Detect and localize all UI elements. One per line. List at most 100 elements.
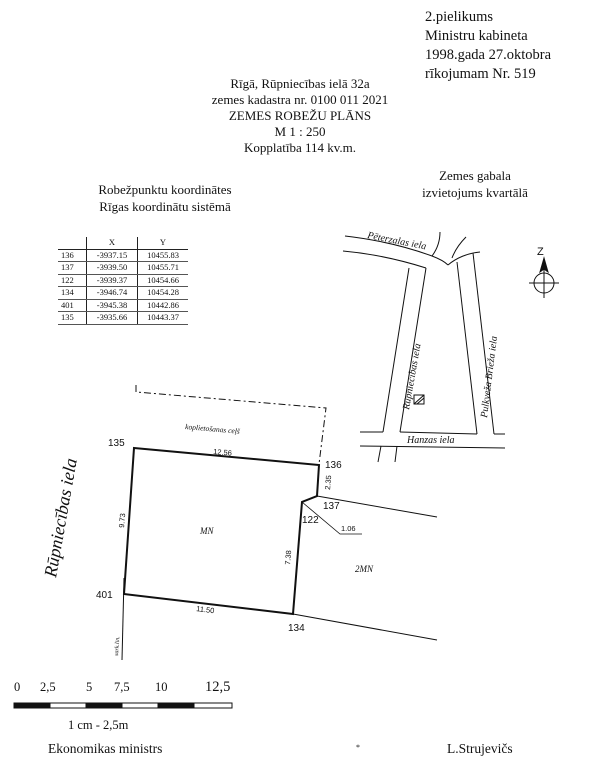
- coordinates-table-header: X Y: [58, 237, 188, 250]
- signatory-name: L.Strujevičs: [447, 741, 513, 756]
- scale-bar-ticks: 0 2,5 5 7,5 10 12,5: [14, 679, 230, 695]
- coordinates-table: X Y 136 -3937.15 10455.83 137 -3939.50 1…: [58, 237, 188, 325]
- north-label: Z: [537, 246, 544, 258]
- red-line-label: sark.lin.: [114, 636, 121, 656]
- location-title-line-1: Zemes gabala: [439, 168, 511, 183]
- coord-x: -3937.15: [86, 249, 138, 262]
- table-row: 401 -3945.38 10442.86: [58, 299, 188, 312]
- shared-path-label: koplietošanas ceļš: [185, 422, 242, 437]
- length-top: 12.56: [213, 447, 232, 458]
- scale-tick-12-5: 12,5: [205, 679, 230, 695]
- point-135: 135: [108, 438, 125, 449]
- red-line: [121, 577, 125, 661]
- coordinates-title-line-1: Robežpunktu koordinātes: [98, 182, 232, 197]
- parcel-label-mn: MN: [199, 526, 214, 536]
- street-peterzalas-top: [344, 235, 449, 266]
- street-peterzalas-bottom: [342, 250, 427, 269]
- street-branch-mid: [451, 236, 467, 259]
- column-header-point: [58, 237, 87, 250]
- coord-y: 10455.83: [137, 249, 188, 262]
- table-row: 134 -3946.74 10454.28: [58, 286, 188, 300]
- annex-line-3: 1998.gada 27.oktobra: [425, 47, 552, 63]
- scale-tick-2-5: 2,5: [40, 680, 56, 694]
- plan-header: Rīgā, Rūpniecības ielā 32a zemes kadastr…: [150, 76, 450, 156]
- coordinates-title-line-2: Rīgas koordinātu sistēmā: [99, 199, 231, 214]
- adjoining-line-lower: [292, 613, 438, 641]
- street-branch-left: [431, 231, 441, 257]
- coord-y: 10454.28: [137, 286, 188, 300]
- annex-line-4: rīkojumam Nr. 519: [425, 66, 536, 82]
- length-labels: 12.56 2.35 1.06 7.38 11.50 9.73: [117, 447, 356, 615]
- coord-x: -3939.50: [86, 261, 138, 275]
- table-row: 136 -3937.15 10455.83: [58, 249, 188, 262]
- scale-bar: [13, 702, 233, 709]
- cadastre-number: zemes kadastra nr. 0100 011 2021: [211, 92, 389, 107]
- shared-path-outline: [135, 385, 327, 465]
- length-bottom: 11.50: [196, 604, 215, 615]
- scale-tick-7-5: 7,5: [114, 680, 130, 694]
- parcel-label-2mn: 2MN: [355, 564, 374, 574]
- leader-line: [301, 501, 362, 535]
- length-inner: 7.38: [283, 550, 293, 565]
- total-area: Kopplatība 114 kv.m.: [243, 140, 357, 155]
- street-lower-right: [394, 445, 398, 463]
- label-pulkveza: Pulkveža Brieža iela: [479, 335, 500, 419]
- point-id: 122: [58, 274, 87, 287]
- point-137: 137: [323, 501, 340, 512]
- coord-y: 10443.37: [137, 311, 188, 325]
- street-hanzas-top-b: [399, 431, 478, 435]
- point-401: 401: [96, 590, 113, 601]
- location-map: [342, 231, 506, 463]
- table-row: 137 -3939.50 10455.71: [58, 261, 188, 275]
- boundary-point-labels: 135 136 137 122 134 401: [96, 438, 342, 634]
- length-right: 2.35: [323, 475, 333, 490]
- scale-caption: 1 cm - 2,5m: [68, 718, 129, 732]
- north-arrow-icon: [529, 256, 559, 298]
- street-hanzas-bottom: [359, 445, 506, 449]
- scale-tick-0: 0: [14, 680, 20, 694]
- point-id: 136: [58, 249, 87, 262]
- column-header-x: X: [86, 237, 138, 250]
- location-title: Zemes gabala izvietojums kvartālā: [380, 167, 570, 201]
- street-lower-left: [377, 445, 382, 463]
- coord-y: 10455.71: [137, 261, 188, 275]
- plan-street-label: Rūpniecības iela: [40, 457, 81, 580]
- point-id: 134: [58, 286, 87, 300]
- length-left: 9.73: [117, 513, 127, 528]
- point-134: 134: [288, 623, 305, 634]
- street-pulkveza-right: [472, 252, 495, 435]
- street-branch-right: [447, 251, 481, 266]
- footer-mark: *: [356, 743, 360, 752]
- street-pulkveza-left: [456, 261, 478, 435]
- table-row: 122 -3939.37 10454.66: [58, 274, 188, 287]
- coord-y: 10454.66: [137, 274, 188, 287]
- adjoining-line-upper: [316, 495, 438, 518]
- point-id: 137: [58, 261, 87, 275]
- plan-scale: M 1 : 250: [274, 124, 326, 139]
- parcel-boundary: [122, 446, 321, 616]
- length-short: 1.06: [341, 524, 356, 533]
- point-136: 136: [325, 460, 342, 471]
- annex-line-2: Ministru kabineta: [425, 28, 528, 44]
- label-hanzas: Hanzas iela: [406, 435, 455, 446]
- annex-line-1: 2.pielikums: [425, 9, 494, 25]
- plan-title: ZEMES ROBEŽU PLĀNS: [228, 108, 372, 123]
- point-122: 122: [302, 515, 319, 526]
- coord-x: -3935.66: [86, 311, 138, 325]
- coord-y: 10442.86: [137, 299, 188, 312]
- street-rupniecibas-right: [399, 267, 427, 433]
- table-row: 135 -3935.66 10443.37: [58, 311, 188, 325]
- coord-x: -3939.37: [86, 274, 138, 287]
- scale-tick-10: 10: [155, 680, 168, 694]
- minister-title: Ekonomikas ministrs: [48, 741, 163, 756]
- annex-block: 2.pielikums Ministru kabineta 1998.gada …: [425, 8, 551, 84]
- scale-tick-5: 5: [86, 680, 92, 694]
- label-peterzalas: Pēterzalas iela: [365, 230, 427, 252]
- address: Rīgā, Rūpniecības ielā 32a: [230, 76, 370, 91]
- column-header-y: Y: [137, 237, 188, 250]
- coordinates-title: Robežpunktu koordinātes Rīgas koordinātu…: [40, 181, 290, 215]
- coord-x: -3946.74: [86, 286, 138, 300]
- point-id: 135: [58, 311, 87, 325]
- location-title-line-2: izvietojums kvartālā: [422, 185, 528, 200]
